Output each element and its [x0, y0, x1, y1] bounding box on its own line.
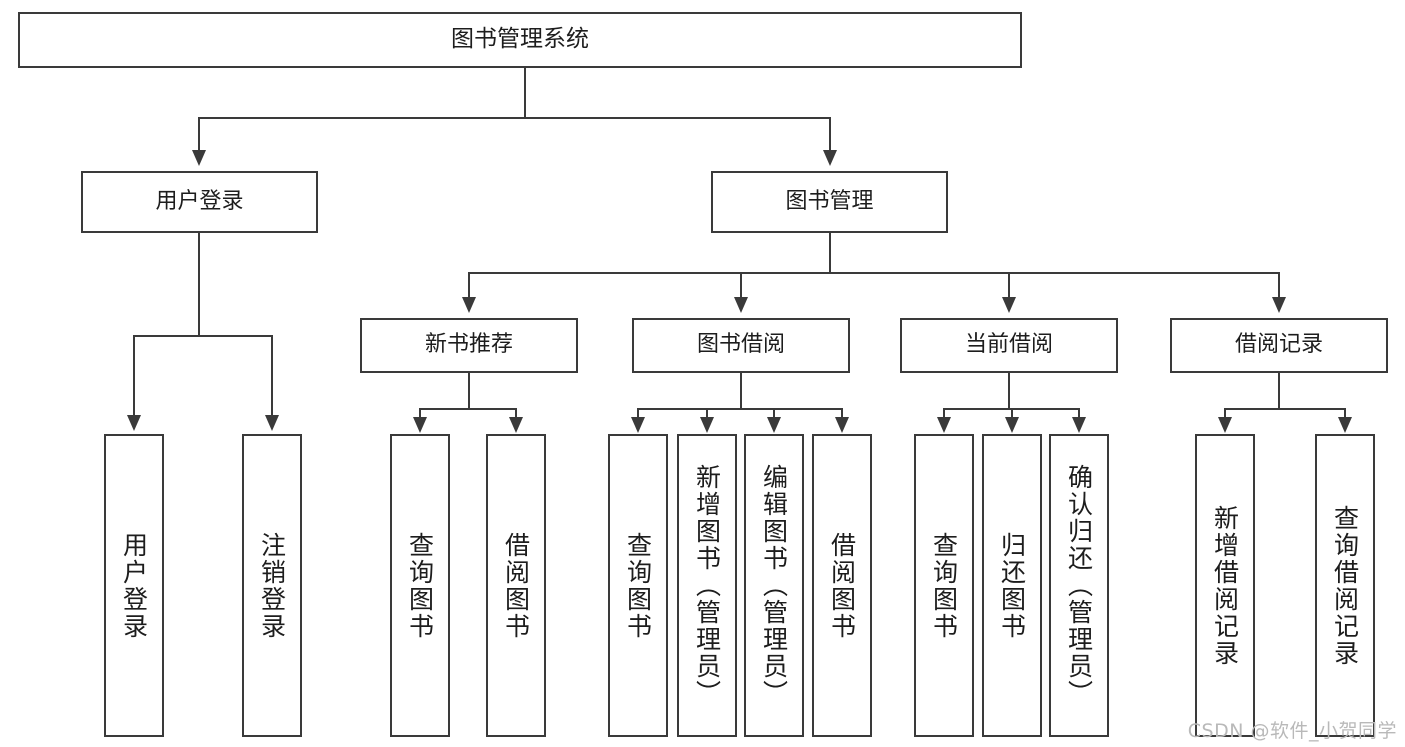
leaf-book-borrow-1[interactable]: 新增图书（管理员）	[677, 434, 737, 737]
connector-borrow-record-bus	[1224, 408, 1346, 410]
connector-cb-drop-3	[1078, 408, 1080, 419]
arrow-to-leaf-current-borrow-1	[1005, 417, 1019, 433]
leaf-new-book-1-label: 借阅图书	[501, 531, 531, 640]
node-book-management[interactable]: 图书管理	[711, 171, 948, 233]
arrow-to-leaf-book-borrow-2	[767, 417, 781, 433]
arrow-to-leaf-borrow-record-0	[1218, 417, 1232, 433]
connector-bb-drop-2	[706, 408, 708, 419]
leaf-current-borrow-2[interactable]: 确认归还（管理员）	[1049, 434, 1109, 737]
connector-root-drop-2	[829, 117, 831, 152]
leaf-current-borrow-0-label: 查询图书	[929, 531, 959, 640]
arrow-to-borrow-record	[1272, 297, 1286, 313]
node-current-borrow[interactable]: 当前借阅	[900, 318, 1118, 373]
arrow-to-current-borrow	[1002, 297, 1016, 313]
leaf-new-book-1[interactable]: 借阅图书	[486, 434, 546, 737]
arrow-to-leaf-new-book-0	[413, 417, 427, 433]
node-root-label: 图书管理系统	[451, 26, 589, 53]
node-book-borrow-label: 图书借阅	[696, 332, 785, 358]
leaf-book-borrow-3-label: 借阅图书	[827, 531, 857, 640]
connector-br-drop-2	[1344, 408, 1346, 419]
leaf-new-book-0-label: 查询图书	[405, 531, 435, 640]
node-new-book-recommend-label: 新书推荐	[424, 332, 513, 358]
leaf-user-login-0[interactable]: 用户登录	[104, 434, 164, 737]
connector-user-login-stem	[198, 233, 200, 336]
leaf-borrow-record-1-label: 查询借阅记录	[1330, 504, 1360, 667]
connector-book-borrow-stem	[740, 373, 742, 409]
node-book-management-label: 图书管理	[785, 188, 874, 214]
arrow-to-leaf-book-borrow-3	[835, 417, 849, 433]
connector-bm-drop-1	[468, 272, 470, 299]
leaf-book-borrow-1-label: 新增图书（管理员）	[692, 464, 722, 707]
connector-borrow-record-stem	[1278, 373, 1280, 409]
connector-user-login-drop-1	[133, 335, 135, 417]
arrow-to-user-login	[192, 150, 206, 166]
leaf-borrow-record-0-label: 新增借阅记录	[1210, 504, 1240, 667]
leaf-book-borrow-2[interactable]: 编辑图书（管理员）	[744, 434, 804, 737]
connector-bm-drop-4	[1278, 272, 1280, 299]
arrow-to-leaf-book-borrow-1	[700, 417, 714, 433]
connector-root-bus	[198, 117, 831, 119]
arrow-to-leaf-current-borrow-0	[937, 417, 951, 433]
leaf-new-book-0[interactable]: 查询图书	[390, 434, 450, 737]
connector-cb-drop-1	[943, 408, 945, 419]
node-new-book-recommend[interactable]: 新书推荐	[360, 318, 578, 373]
connector-new-book-stem	[468, 373, 470, 409]
arrow-to-leaf-borrow-record-1	[1338, 417, 1352, 433]
node-borrow-record-label: 借阅记录	[1234, 332, 1323, 358]
leaf-book-borrow-3[interactable]: 借阅图书	[812, 434, 872, 737]
node-user-login-label: 用户登录	[155, 188, 244, 214]
connector-current-borrow-stem	[1008, 373, 1010, 409]
connector-cb-drop-2	[1011, 408, 1013, 419]
connector-book-management-stem	[829, 233, 831, 273]
arrow-to-book-borrow	[734, 297, 748, 313]
connector-bb-drop-3	[773, 408, 775, 419]
leaf-book-borrow-0-label: 查询图书	[623, 531, 653, 640]
leaf-current-borrow-1-label: 归还图书	[997, 531, 1027, 640]
leaf-current-borrow-1[interactable]: 归还图书	[982, 434, 1042, 737]
node-current-borrow-label: 当前借阅	[964, 332, 1053, 358]
arrow-to-leaf-user-login-1	[265, 415, 279, 431]
connector-root-drop-1	[198, 117, 200, 152]
connector-root-stem	[524, 68, 526, 118]
connector-br-drop-1	[1224, 408, 1226, 419]
arrow-to-leaf-current-borrow-2	[1072, 417, 1086, 433]
connector-bb-drop-4	[841, 408, 843, 419]
connector-new-book-bus	[419, 408, 517, 410]
leaf-borrow-record-0[interactable]: 新增借阅记录	[1195, 434, 1255, 737]
arrow-to-book-manage	[823, 150, 837, 166]
node-borrow-record[interactable]: 借阅记录	[1170, 318, 1388, 373]
arrow-to-leaf-user-login-0	[127, 415, 141, 431]
connector-book-management-bus	[468, 272, 1280, 274]
connector-nb-drop-1	[419, 408, 421, 419]
leaf-current-borrow-0[interactable]: 查询图书	[914, 434, 974, 737]
leaf-borrow-record-1[interactable]: 查询借阅记录	[1315, 434, 1375, 737]
connector-user-login-drop-2	[271, 335, 273, 417]
connector-book-borrow-bus	[637, 408, 843, 410]
leaf-user-login-1-label: 注销登录	[257, 531, 287, 640]
leaf-user-login-0-label: 用户登录	[119, 531, 149, 640]
leaf-book-borrow-2-label: 编辑图书（管理员）	[759, 464, 789, 707]
leaf-current-borrow-2-label: 确认归还（管理员）	[1064, 464, 1094, 707]
leaf-book-borrow-0[interactable]: 查询图书	[608, 434, 668, 737]
leaf-user-login-1[interactable]: 注销登录	[242, 434, 302, 737]
arrow-to-new-book	[462, 297, 476, 313]
connector-bb-drop-1	[637, 408, 639, 419]
node-user-login[interactable]: 用户登录	[81, 171, 318, 233]
csdn-watermark: CSDN @软件_小贺同学	[1187, 720, 1397, 742]
connector-bm-drop-3	[1008, 272, 1010, 299]
node-root[interactable]: 图书管理系统	[18, 12, 1022, 68]
arrow-to-leaf-book-borrow-0	[631, 417, 645, 433]
arrow-to-leaf-new-book-1	[509, 417, 523, 433]
connector-nb-drop-2	[515, 408, 517, 419]
connector-bm-drop-2	[740, 272, 742, 299]
node-book-borrow[interactable]: 图书借阅	[632, 318, 850, 373]
connector-user-login-bus	[133, 335, 272, 337]
